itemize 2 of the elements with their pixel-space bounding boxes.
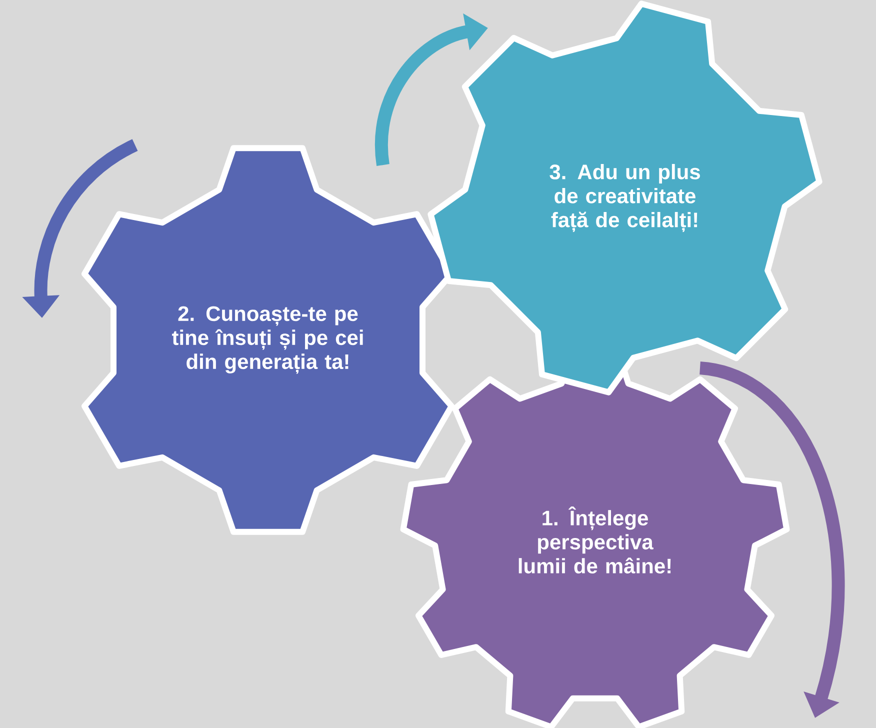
gear: 2. Cunoaște-te pe tine însuți și pe cei din generația ta! xyxy=(82,145,454,535)
gear: 3. Adu un plus de creativitate față de ceilalți! xyxy=(428,0,822,396)
